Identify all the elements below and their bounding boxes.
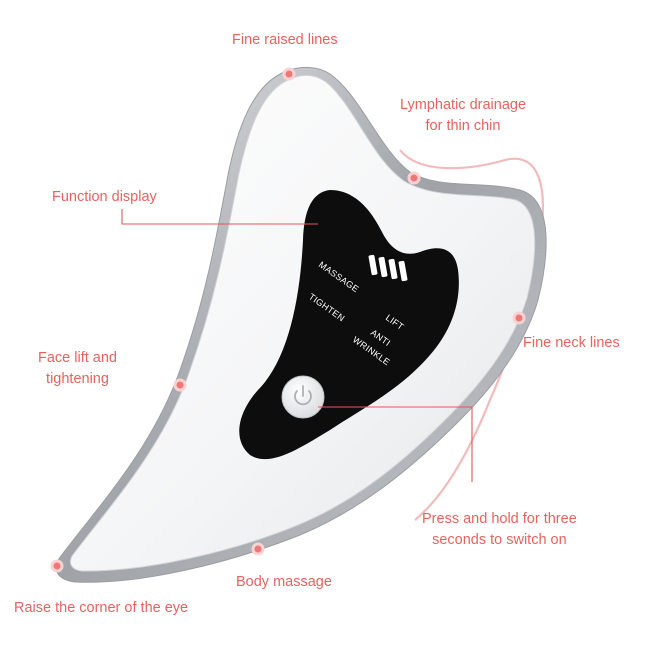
dot-body-massage (251, 542, 265, 556)
callout-press-hold-line2: seconds to switch on (432, 532, 567, 548)
dot-lymphatic-drainage (407, 171, 421, 185)
power-button[interactable] (281, 375, 325, 419)
callout-dots (50, 67, 526, 573)
callout-press-hold-line1: Press and hold for three (422, 511, 577, 527)
callout-press-hold: Press and hold for three seconds to swit… (422, 509, 577, 551)
callout-lymphatic-line1: Lymphatic drainage (400, 97, 527, 113)
battery-level-bars-icon (368, 254, 408, 282)
dot-raise-corner (50, 559, 64, 573)
callout-body-massage: Body massage (236, 574, 332, 590)
callout-face-lift-line2: tightening (46, 371, 109, 387)
power-icon (294, 385, 312, 406)
callout-fine-raised-lines: Fine raised lines (232, 32, 338, 48)
dot-fine-neck-lines (512, 311, 526, 325)
callout-fine-neck-lines: Fine neck lines (523, 335, 620, 351)
dot-fine-raised-lines (282, 67, 296, 81)
callout-lymphatic-drainage: Lymphatic drainage for thin chin (400, 95, 526, 137)
dot-face-lift (173, 378, 187, 392)
callout-face-lift-line1: Face lift and (38, 350, 117, 366)
callout-raise-corner: Raise the corner of the eye (14, 600, 189, 616)
callout-face-lift: Face lift and tightening (38, 348, 117, 390)
callout-leader-lines (121, 209, 473, 482)
callout-lymphatic-line2: for thin chin (425, 118, 501, 134)
callout-function-display: Function display (52, 189, 157, 205)
